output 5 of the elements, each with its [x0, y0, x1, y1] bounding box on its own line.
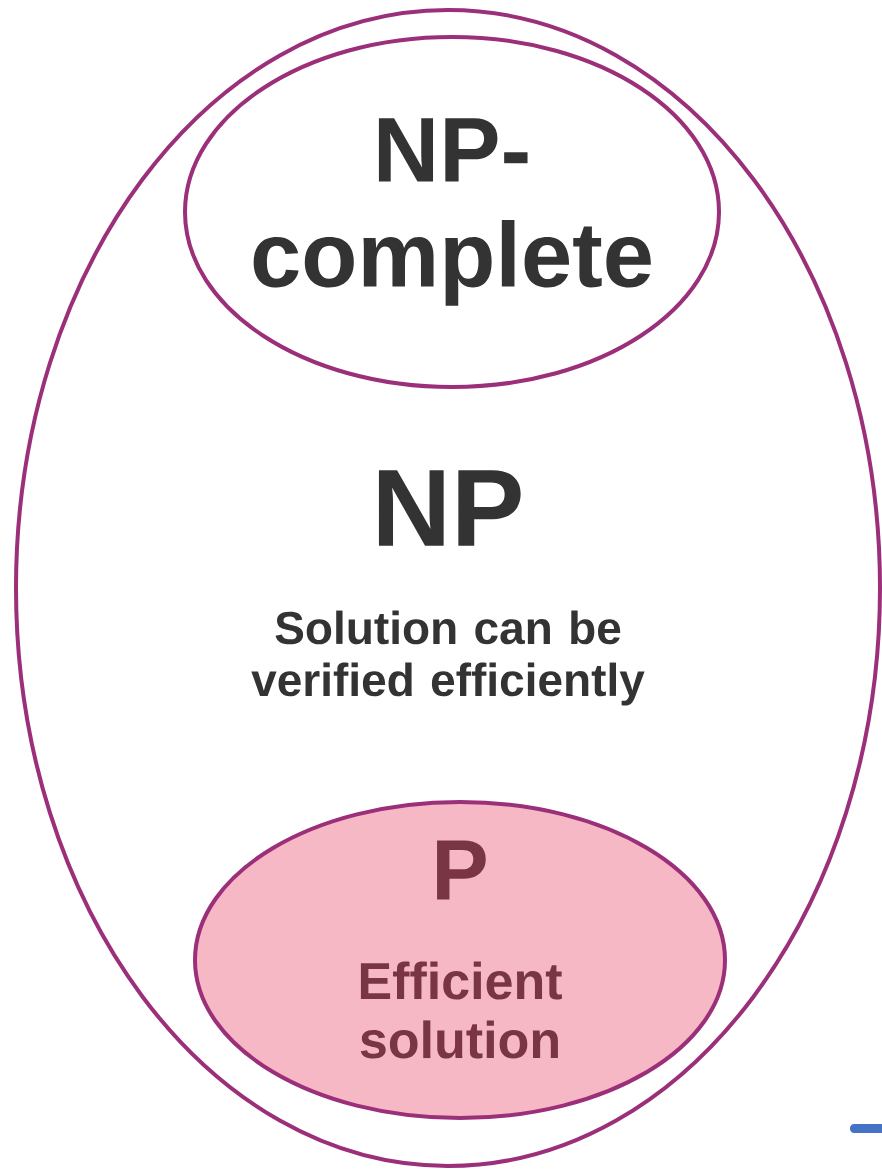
class-name: NP: [378, 470, 521, 546]
class-name: P: [437, 840, 486, 900]
class-description: Solution can be verified efficiently: [251, 610, 645, 706]
class-name: NP-complete: [253, 118, 651, 306]
class-description: Efficient solution: [360, 961, 562, 1059]
